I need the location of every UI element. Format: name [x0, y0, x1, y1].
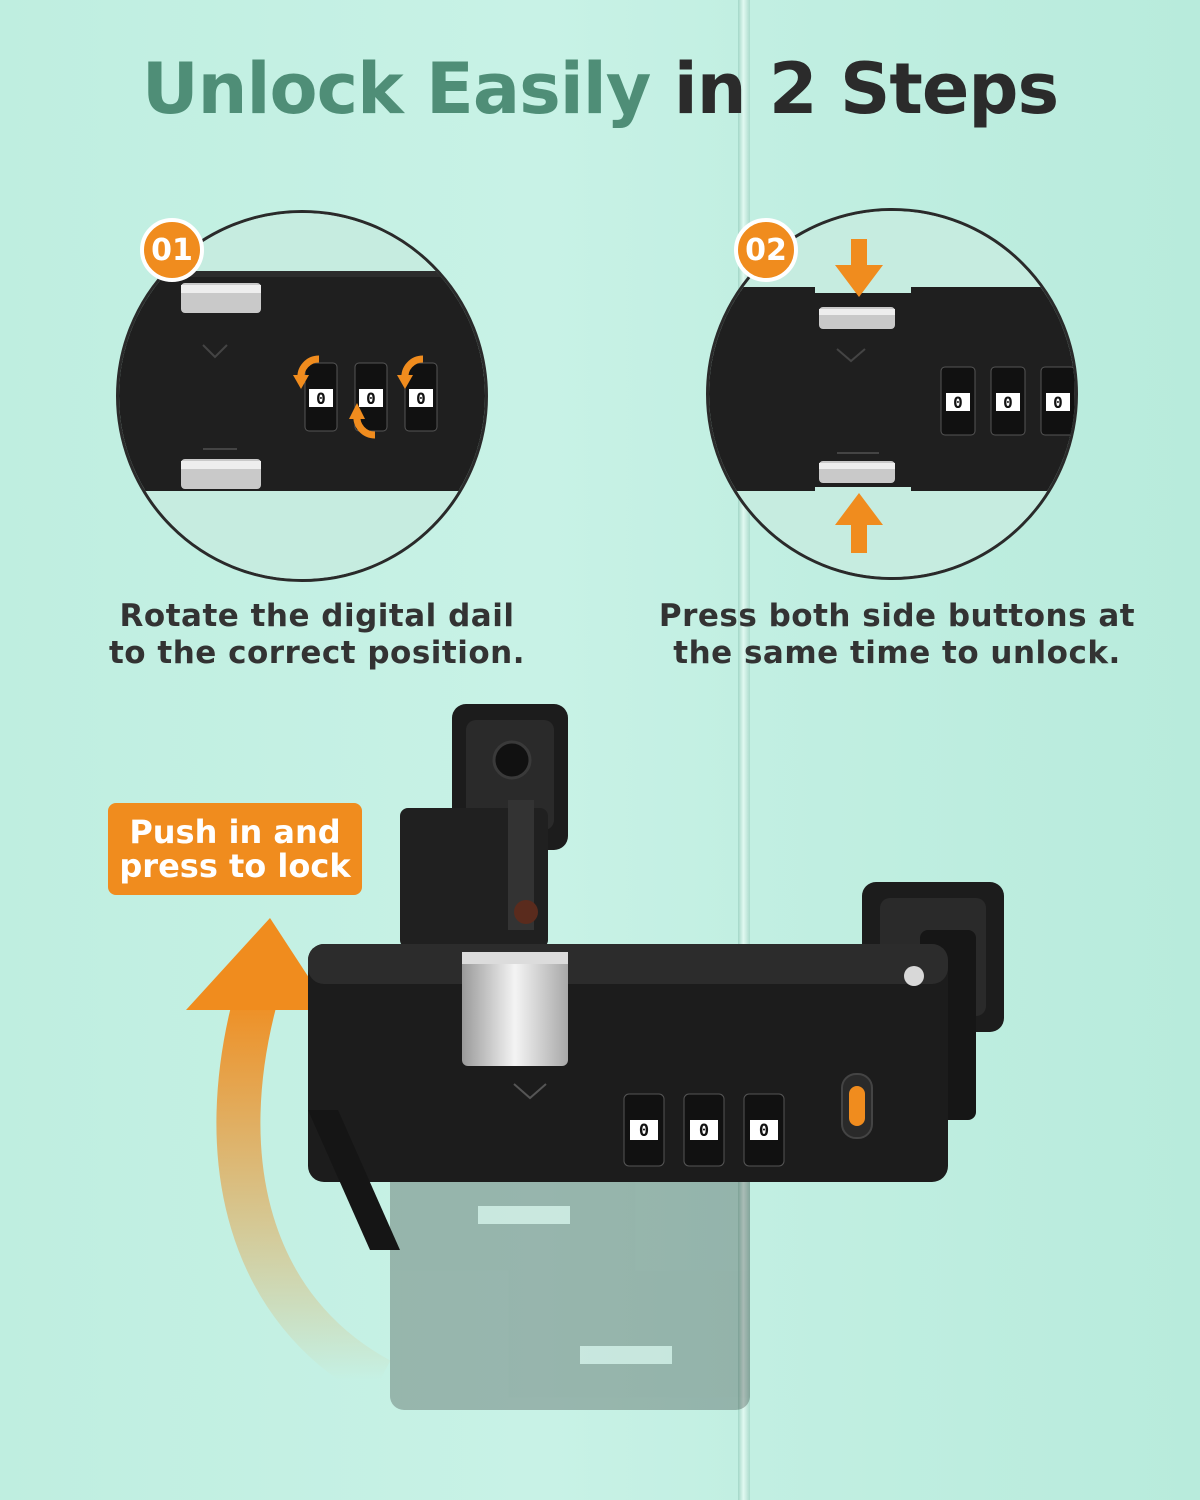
push-label-line2: press to lock: [119, 847, 351, 885]
dial-digit: 0: [953, 393, 963, 412]
push-label-line1: Push in and: [129, 813, 341, 851]
curved-arrow-icon: [186, 918, 391, 1400]
dial-digit: 0: [316, 389, 326, 408]
main-lock-body: 0 0 0: [308, 944, 948, 1250]
step-1-caption-line1: Rotate the digital dail: [119, 598, 515, 634]
dial-digit: 0: [366, 389, 376, 408]
step-2-badge: 02: [734, 218, 798, 282]
step-2-caption-line2: the same time to unlock.: [673, 635, 1121, 671]
step-1-caption: Rotate the digital dail to the correct p…: [84, 598, 550, 672]
dial-digit: 0: [1053, 393, 1063, 412]
dial-digit: 0: [699, 1121, 709, 1141]
main-combination-dials: 0 0 0: [623, 1093, 785, 1167]
combination-dials: 0 0 0: [940, 366, 1075, 436]
lock-status-indicator: [849, 1086, 865, 1126]
combination-dials: 0 0 0: [304, 362, 438, 432]
step-1-caption-line2: to the correct position.: [108, 635, 526, 671]
title-rest: in 2 Steps: [673, 48, 1059, 130]
step-2-caption: Press both side buttons at the same time…: [642, 598, 1152, 672]
dial-digit: 0: [1003, 393, 1013, 412]
press-arrow-icon: [835, 239, 883, 553]
dial-digit: 0: [759, 1121, 769, 1141]
title-accent: Unlock Easily: [141, 48, 652, 130]
dial-digit: 0: [639, 1121, 649, 1141]
page-title: Unlock Easily in 2 Steps: [0, 48, 1200, 130]
upper-bracket: [400, 704, 568, 948]
step-1-illustration: 0 0 0: [119, 213, 485, 579]
step-1-closeup: 0 0 0: [116, 210, 488, 582]
step-1-badge: 01: [140, 218, 204, 282]
lock-product-illustration: 0 0 0: [186, 704, 1004, 1410]
dial-digit: 0: [416, 389, 426, 408]
step-2-caption-line1: Press both side buttons at: [658, 598, 1136, 634]
push-to-lock-label: Push in and press to lock: [108, 803, 362, 895]
